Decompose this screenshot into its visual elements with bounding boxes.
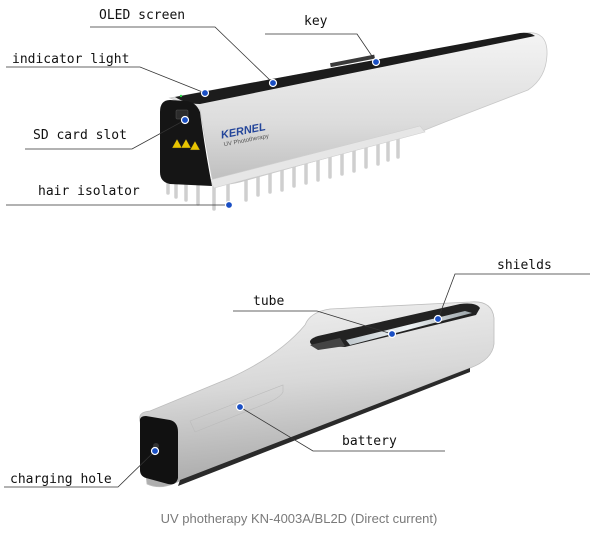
battery-marker (235, 402, 245, 412)
comb-rail (209, 125, 426, 189)
tube-leader (233, 310, 393, 335)
label-indicator-light: indicator light (12, 52, 129, 67)
control-panel (310, 338, 345, 350)
hair-isolator-teeth (166, 137, 400, 211)
label-charging-hole: charging hole (10, 472, 112, 487)
battery-leader (239, 406, 445, 452)
tube-window (310, 303, 480, 347)
indicator-light-leader (6, 66, 206, 94)
key-marker (371, 57, 381, 67)
warning-icon (171, 138, 201, 151)
hair-isolator-marker (224, 200, 234, 210)
label-sd-card-slot: SD card slot (33, 128, 127, 143)
tube-marker (387, 329, 397, 339)
indicator-light (179, 94, 183, 98)
oled-screen-leader (90, 26, 274, 84)
charging-hole-leader (4, 450, 156, 488)
comb-device: KERNEL UV Phototherapy (160, 32, 548, 211)
comb-body (168, 32, 548, 185)
shields-leader (437, 273, 590, 320)
key-leader (265, 33, 377, 63)
handheld-device (139, 301, 495, 488)
label-shields: shields (497, 258, 552, 273)
shields-marker (433, 314, 443, 324)
oled-screen-strip (175, 32, 535, 104)
caption: UV photherapy KN-4003A/BL2D (Direct curr… (161, 511, 438, 526)
charging-hole-marker (150, 446, 160, 456)
battery-cover (189, 384, 284, 433)
base-stripe (178, 368, 470, 486)
label-battery: battery (342, 434, 397, 449)
indicator-light-marker (200, 88, 210, 98)
sd-card-slot-marker (180, 115, 190, 125)
sd-card-slot-leader (25, 119, 186, 150)
label-key: key (304, 14, 328, 29)
handheld-body (139, 301, 495, 488)
key-buttons (330, 54, 375, 68)
oled-screen-marker (268, 78, 278, 88)
label-hair-isolator: hair isolator (38, 184, 140, 199)
label-tube: tube (253, 294, 284, 309)
label-oled-screen: OLED screen (99, 8, 185, 23)
callouts (4, 26, 590, 488)
